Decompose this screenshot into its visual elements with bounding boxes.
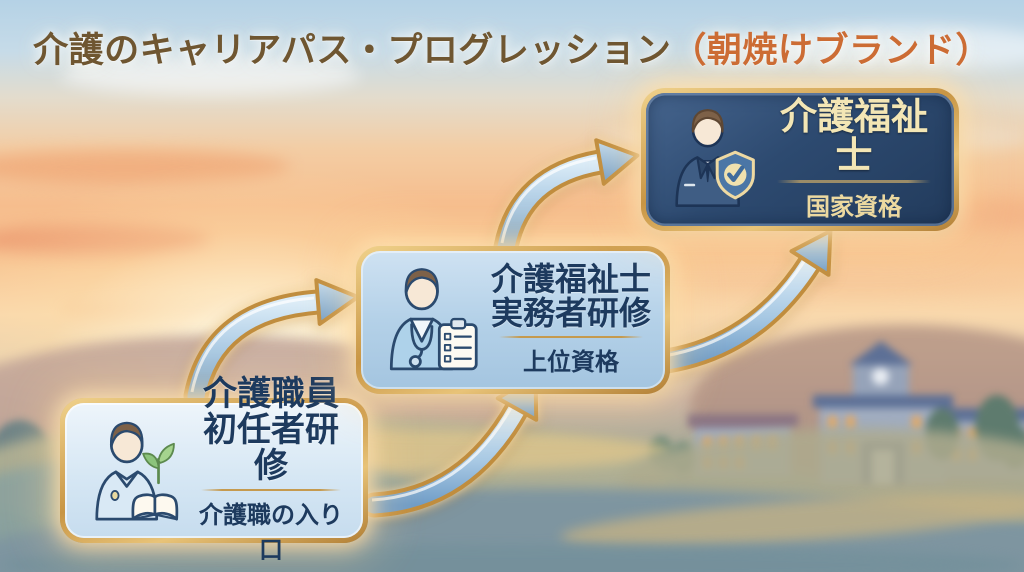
title-main: 介護のキャリアパス・プログレッション	[33, 31, 672, 70]
house-roof	[688, 414, 798, 428]
arrow-practitioner-to-certified-lower	[654, 229, 833, 374]
card-title: 介護福祉士 実務者研修	[491, 260, 652, 331]
title-highlight: （朝焼けブランド）	[671, 31, 991, 70]
school-roof	[813, 395, 953, 408]
window	[912, 416, 921, 429]
window	[846, 416, 855, 429]
card-title: 介護職員 初任者研修	[193, 376, 349, 484]
card-title-line: 介護福祉士	[780, 96, 928, 177]
arrow-practitioner-to-certified-upper	[493, 138, 640, 260]
card-subtitle: 上位資格	[523, 349, 619, 377]
card-title-line: 実務者研修	[491, 294, 652, 331]
card-title-line: 介護福祉士	[491, 260, 652, 297]
card-divider	[776, 180, 932, 183]
card-title: 介護福祉士	[768, 96, 940, 177]
card-title-line: 初任者研修	[203, 410, 339, 485]
card-subtitle: 介護職の入り口	[199, 502, 343, 565]
card-divider	[200, 488, 342, 492]
clock	[872, 368, 889, 385]
card-certified-care-worker: 介護福祉士 国家資格	[641, 88, 959, 231]
card-practitioner-training: 介護福祉士 実務者研修 上位資格	[356, 246, 670, 394]
window	[828, 416, 837, 429]
school-tower-roof	[849, 341, 913, 365]
arrow-beginner-to-practitioner-upper	[183, 278, 360, 409]
arrow-beginner-to-practitioner-lower	[361, 373, 539, 518]
card-beginner-training: 介護職員 初任者研修 介護職の入り口	[60, 376, 368, 564]
card-subtitle: 国家資格	[806, 193, 902, 221]
suit-person-shield-check-icon	[656, 104, 768, 216]
card-title-line: 介護職員	[203, 374, 339, 413]
caregiver-sprout-book-icon	[75, 412, 193, 530]
page-title: 介護のキャリアパス・プログレッション（朝焼けブランド）	[0, 22, 1024, 73]
card-divider	[499, 335, 643, 339]
caregiver-stethoscope-clipboard-icon	[371, 260, 491, 380]
